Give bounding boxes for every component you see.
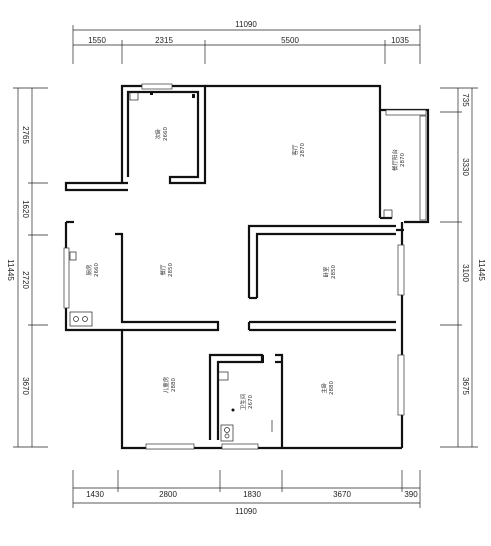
column-marker (383, 209, 393, 219)
room-bathroom: 卫生间 2670 (239, 394, 254, 411)
right-segment-2: 3330 (461, 158, 470, 176)
right-segment-4: 3675 (461, 377, 470, 395)
burner-icon (82, 316, 88, 322)
room-bedroom: 卧室 2850 (322, 265, 337, 279)
toilet-seat-icon (224, 433, 230, 439)
walls (64, 84, 430, 450)
room-height: 2850 (331, 265, 337, 279)
room-kitchen: 厨房 2660 (85, 263, 100, 277)
room-label: 卫生间 (239, 394, 247, 411)
bottom-segment-4: 3670 (333, 490, 351, 499)
top-segment-1: 1550 (88, 36, 106, 45)
bottom-segment-1: 1430 (86, 490, 104, 499)
door-jamb (262, 355, 264, 363)
window-balcony-right (419, 115, 427, 221)
bottom-segment-3: 1830 (243, 490, 261, 499)
windows (63, 83, 427, 450)
stove-icon (69, 311, 93, 327)
room-height: 2870 (400, 153, 406, 167)
room-height: 2880 (329, 381, 335, 395)
top-total-dimension: 11090 (235, 20, 257, 29)
bottom-segment-2: 2800 (159, 490, 177, 499)
room-height: 2670 (248, 395, 254, 409)
right-segment-1: 735 (461, 93, 470, 107)
room-dining: 餐厅 2850 (159, 263, 174, 277)
left-total-dimension: 11445 (6, 259, 15, 281)
bottom-segment-5: 390 (404, 490, 418, 499)
top-segment-3: 5500 (281, 36, 299, 45)
sink-icon (69, 251, 77, 261)
right-segment-3: 3100 (461, 264, 470, 282)
left-segment-1: 2765 (21, 126, 30, 144)
fixtures (69, 91, 393, 442)
window-kitchen-left (63, 247, 70, 309)
room-living-room: 客厅 2870 (291, 143, 306, 157)
room-label: 儿童房 (162, 376, 170, 393)
window-kids-room-bottom (145, 443, 195, 450)
room-height: 2660 (94, 263, 100, 277)
room-height: 2660 (163, 127, 169, 141)
window-balcony-top (385, 109, 427, 116)
room-secondary-bedroom: 次卧 2660 (154, 127, 169, 141)
room-label: 主卧 (320, 382, 328, 394)
toilet-icon (220, 424, 234, 442)
floor-drain-icon (231, 408, 235, 412)
left-segment-3: 2720 (21, 271, 30, 289)
room-label: 次卧 (154, 128, 162, 140)
burner-icon (73, 316, 79, 322)
toilet-bowl-icon (224, 427, 230, 433)
room-label: 餐厅 (159, 264, 167, 276)
room-height: 2870 (300, 143, 306, 157)
top-dimension-chain: 11090 1550 2315 5500 1035 (72, 20, 421, 64)
room-label: 厨房 (85, 264, 93, 276)
room-height: 2850 (168, 263, 174, 277)
room-label: 餐厅阳台 (391, 149, 399, 172)
room-dining-balcony: 餐厅阳台 2870 (391, 149, 406, 172)
right-total-dimension: 11445 (477, 259, 486, 281)
room-label: 客厅 (291, 144, 299, 156)
window-bathroom-bottom (221, 443, 259, 450)
window-bedroom-right (397, 244, 405, 296)
left-dimension-chain: 11445 2765 1620 2720 3670 (6, 87, 48, 448)
top-segment-2: 2315 (155, 36, 173, 45)
room-height: 2880 (171, 378, 177, 392)
room-labels: 次卧 2660 客厅 2870 餐厅阳台 2870 厨房 2660 餐厅 285… (85, 127, 406, 411)
window-top-secondary-bedroom (141, 83, 173, 90)
room-master-bedroom: 主卧 2880 (320, 381, 335, 395)
small-column (150, 92, 153, 95)
window-master-bedroom-right (397, 354, 405, 416)
right-dimension-chain: 735 3330 3100 3675 11445 (440, 87, 486, 448)
basin-icon (217, 371, 229, 381)
left-segment-2: 1620 (21, 200, 30, 218)
column-marker (129, 91, 139, 101)
room-kids-room: 儿童房 2880 (162, 376, 177, 393)
bottom-total-dimension: 11090 (235, 507, 257, 516)
left-segment-4: 3670 (21, 377, 30, 395)
small-column (192, 94, 195, 98)
bottom-dimension-chain: 1430 2800 1830 3670 390 11090 (72, 470, 421, 516)
top-segment-4: 1035 (391, 36, 409, 45)
room-label: 卧室 (322, 266, 330, 278)
